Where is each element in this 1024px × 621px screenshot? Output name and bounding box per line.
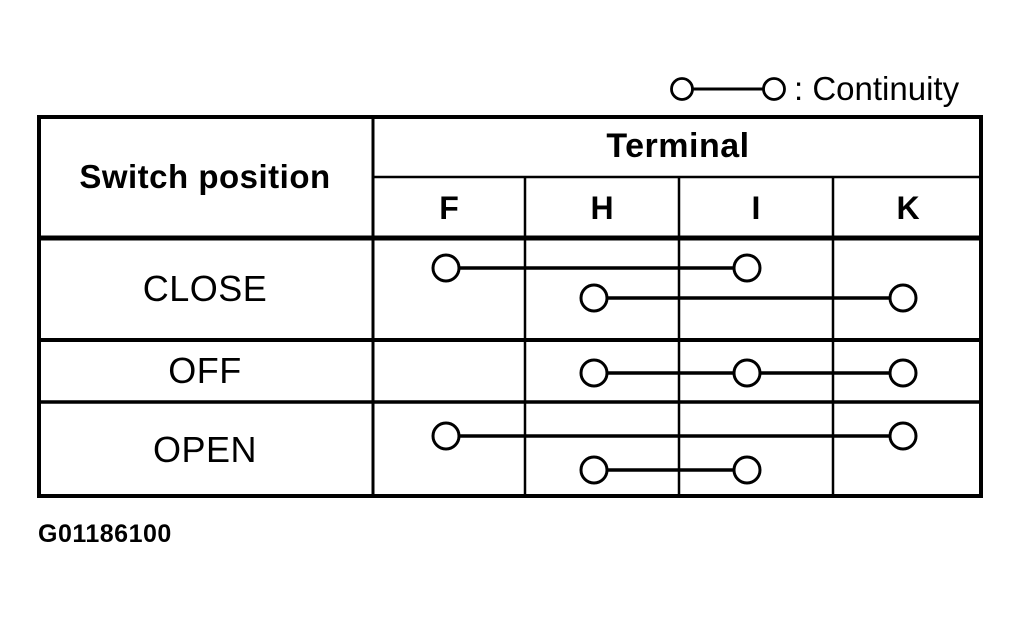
continuity-icon-circle-right bbox=[762, 77, 786, 101]
continuity-legend: : Continuity bbox=[668, 70, 960, 107]
terminal-circle-k bbox=[888, 283, 918, 313]
terminal-circle-h bbox=[579, 283, 609, 313]
terminal-column-label-k: K bbox=[896, 189, 920, 226]
figure-id: G01186100 bbox=[38, 520, 172, 548]
terminal-circle-h bbox=[579, 455, 609, 485]
terminal-column-label-h: H bbox=[590, 189, 614, 226]
continuity-legend-label: : Continuity bbox=[794, 70, 960, 107]
terminal-column-label-i: I bbox=[751, 189, 761, 226]
terminal-circle-h bbox=[579, 358, 609, 388]
terminal-circle-k bbox=[888, 358, 918, 388]
row-label-open: OPEN bbox=[152, 429, 258, 470]
row-label-close: CLOSE bbox=[142, 268, 268, 309]
row-label-off: OFF bbox=[168, 350, 242, 391]
terminal-group-header: Terminal bbox=[606, 127, 750, 165]
continuity-icon-circle-left bbox=[670, 77, 694, 101]
terminal-circle-i bbox=[732, 253, 762, 283]
terminal-circle-i bbox=[732, 358, 762, 388]
continuity-connections bbox=[431, 253, 918, 485]
terminal-circle-k bbox=[888, 421, 918, 451]
terminal-circle-f bbox=[431, 421, 461, 451]
terminal-circle-i bbox=[732, 455, 762, 485]
terminal-circle-f bbox=[431, 253, 461, 283]
terminal-column-label-f: F bbox=[439, 189, 459, 226]
switch-position-header: Switch position bbox=[79, 158, 331, 195]
continuity-icon bbox=[670, 77, 786, 101]
